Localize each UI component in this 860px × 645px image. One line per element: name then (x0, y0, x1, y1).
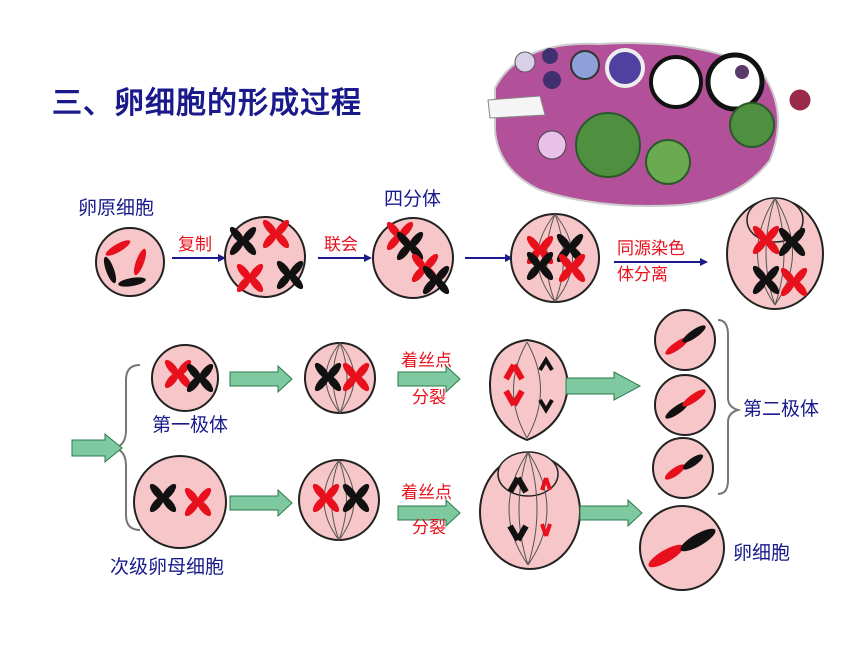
arrow-green-oocyte-1 (229, 488, 293, 518)
label-oogonium: 卵原细胞 (78, 197, 155, 219)
step-homolog-separation-2: 体分离 (617, 265, 668, 285)
cell-anaphase-i (726, 197, 824, 310)
step-homolog-separation-1: 同源染色 (617, 239, 685, 259)
arrow-green-oocyte-3 (579, 498, 643, 528)
ovary-illustration (487, 42, 814, 207)
cell-second-polar-body-2 (654, 374, 716, 436)
step-centromere-split-1b: 着丝点 (401, 483, 452, 503)
cell-oocyte-metaphase (298, 459, 380, 541)
bracket-right (717, 319, 742, 495)
arrow-green-oocyte-2 (397, 498, 461, 528)
cell-primary-oocyte (224, 216, 306, 298)
cell-polar-anaphase (488, 338, 570, 442)
cell-second-polar-body-1 (654, 309, 716, 371)
step-synapsis: 联会 (324, 235, 358, 255)
cell-first-polar-body (151, 344, 219, 412)
arrow-green-polar-1 (229, 364, 293, 394)
label-secondary-oocyte: 次级卵母细胞 (110, 556, 225, 578)
arrow-green-input (71, 432, 123, 464)
chromosome-red (105, 240, 147, 276)
cell-tetrad (372, 217, 454, 299)
label-first-polar-body: 第一极体 (152, 414, 229, 436)
step-centromere-split-2b: 分裂 (412, 518, 446, 538)
page-title: 三、卵细胞的形成过程 (52, 86, 362, 121)
step-replication: 复制 (178, 235, 212, 255)
step-centromere-split-1a: 着丝点 (401, 351, 452, 371)
cell-secondary-oocyte (133, 455, 227, 549)
cell-egg (639, 505, 725, 591)
label-tetrad: 四分体 (384, 188, 442, 210)
chromosome-black (103, 256, 146, 287)
arrow-green-polar-3 (565, 371, 642, 401)
cell-oogonium (95, 227, 165, 297)
arrow-green-polar-2 (397, 364, 461, 394)
label-second-polar-body: 第二极体 (743, 398, 820, 420)
step-centromere-split-2a: 分裂 (412, 388, 446, 408)
label-egg-cell: 卵细胞 (733, 542, 791, 564)
cell-oocyte-anaphase (479, 451, 581, 570)
cell-metaphase-i (510, 213, 600, 303)
cell-polar-metaphase (304, 342, 376, 414)
cell-second-polar-body-3 (652, 437, 714, 499)
